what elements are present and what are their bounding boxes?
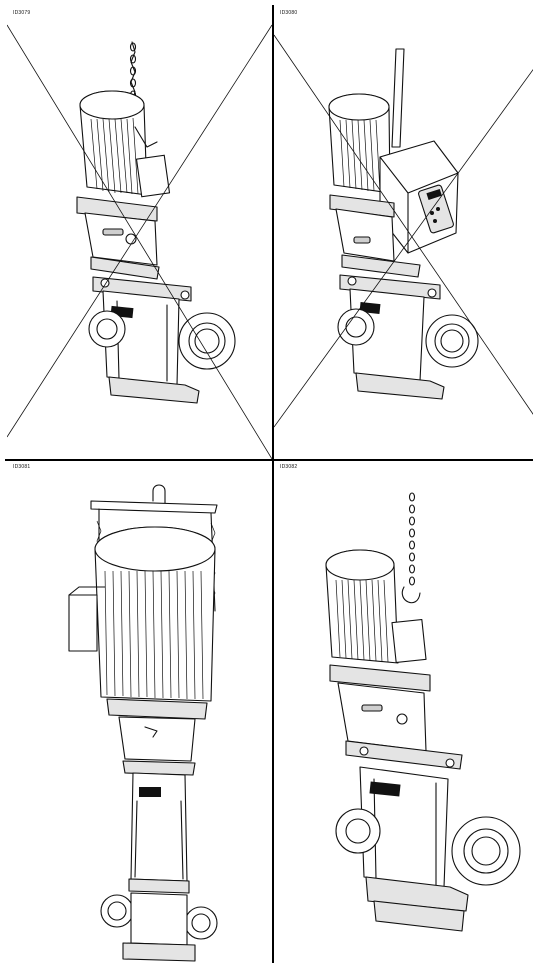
figure-id: ID3079 bbox=[13, 10, 31, 16]
pump-adapter-icon bbox=[106, 698, 208, 776]
pump-lift-strap-incorrect-icon bbox=[274, 34, 533, 428]
pump-adapter-icon bbox=[76, 196, 160, 280]
cross-line bbox=[274, 34, 533, 415]
lifting-chain-icon bbox=[401, 492, 421, 604]
divider-vertical-top bbox=[272, 5, 274, 461]
divider-vertical-bottom bbox=[272, 461, 274, 963]
pump-adapter-icon bbox=[329, 664, 463, 770]
pump-lift-chain-incorrect-icon bbox=[7, 24, 272, 459]
motor-icon bbox=[325, 549, 427, 664]
panel-lift-chain-on-motor-incorrect: ID3079 bbox=[7, 7, 272, 459]
motor-icon bbox=[79, 90, 171, 198]
motor-icon bbox=[328, 93, 391, 194]
figure-id: ID3081 bbox=[13, 464, 31, 470]
pump-column-icon bbox=[100, 772, 218, 962]
motor-icon bbox=[68, 526, 216, 702]
cross-line bbox=[274, 69, 533, 428]
pump-lift-beam-correct-icon bbox=[68, 484, 218, 962]
panel-lift-with-beam-correct: ID3081 bbox=[7, 461, 272, 963]
pump-body-icon bbox=[337, 274, 479, 400]
figure-id: ID3082 bbox=[280, 464, 298, 470]
pump-body-icon bbox=[335, 766, 521, 932]
panel-lift-strap-on-box-incorrect: ID3080 bbox=[274, 7, 533, 459]
cross-line bbox=[7, 24, 272, 459]
pump-body-icon bbox=[88, 276, 236, 404]
pump-adapter-icon bbox=[329, 194, 421, 278]
divider-horizontal bbox=[5, 459, 533, 461]
figure-id: ID3080 bbox=[280, 10, 298, 16]
drive-control-box-icon bbox=[379, 140, 459, 254]
lifting-strap-icon bbox=[391, 48, 405, 148]
panel-lift-chain-correct: ID3082 bbox=[274, 461, 533, 963]
pump-lift-chain-correct-icon bbox=[325, 492, 521, 932]
cross-line bbox=[7, 24, 272, 438]
illustration-grid: ID3079 bbox=[5, 5, 533, 963]
